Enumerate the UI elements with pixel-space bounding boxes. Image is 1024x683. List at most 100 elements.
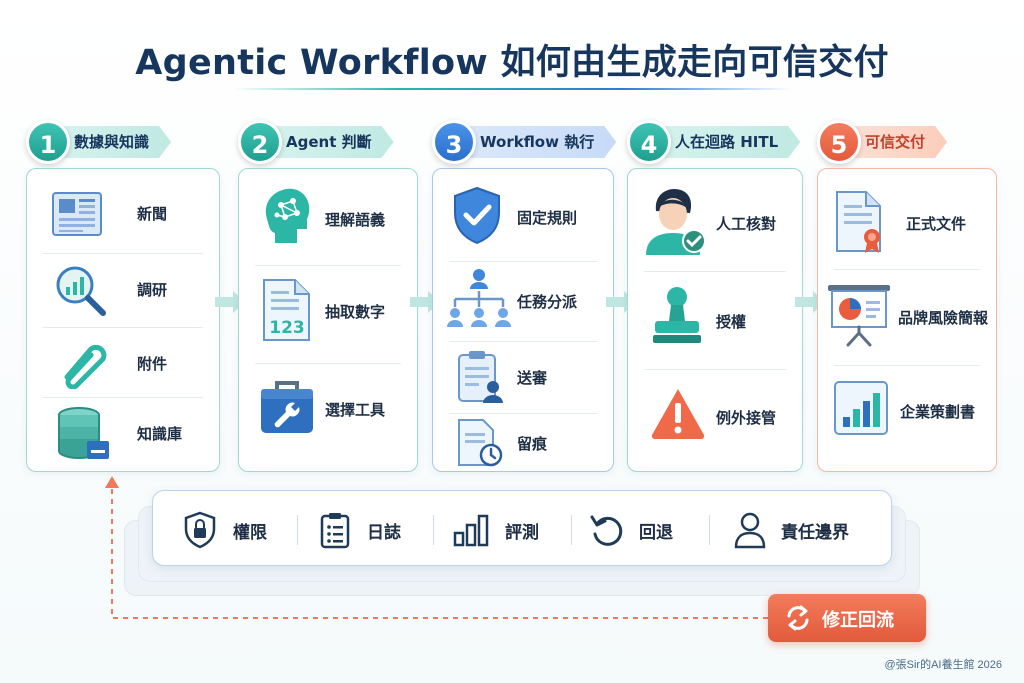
org-chart-icon [447,269,511,327]
title-underline [232,88,792,90]
shield-check-icon [454,186,500,245]
divider [449,261,597,262]
feedback-loop-button[interactable]: 修正回流 [768,594,926,642]
report-chart-icon [834,381,888,435]
list-item: 知識庫 [27,401,219,469]
step-4-number: 4 [627,120,671,164]
item-label: 固定規則 [517,209,578,227]
feedback-loop-arrow [105,476,768,619]
governance-label: 責任邊界 [781,523,849,543]
refresh-icon [787,605,809,631]
list-item: 品牌風險簡報 [818,275,996,361]
item-label: 附件 [137,355,168,373]
step-1-card: 新聞 調研 附件 [26,168,220,472]
item-label: 品牌風險簡報 [898,309,989,327]
item-label: 新聞 [137,205,168,223]
divider [433,515,434,545]
item-label: 企業策劃書 [900,403,976,421]
divider [43,253,203,254]
divider [571,515,572,545]
bar-chart-icon [453,514,489,547]
stamp-icon [653,287,701,343]
governance-item: 回退 [589,491,699,567]
list-item: 新聞 [27,183,219,245]
step-4-title: 人在迴路 HITL [645,126,800,158]
item-label: 任務分派 [517,293,578,311]
magnifier-chart-icon [56,266,106,316]
warning-icon [651,389,705,440]
step-3-title: Workflow 執行 [450,126,616,158]
step-5: 可信交付 5 正式文件 [817,120,999,472]
author-credit: @張Sir的AI養生館 2026 [884,659,1002,671]
newspaper-icon [52,192,102,236]
governance-item: 責任邊界 [733,491,883,567]
list-item: 任務分派 [433,265,613,341]
item-label: 正式文件 [906,215,967,233]
step-4-card: 人工核對 授權 例外接管 [627,168,803,472]
governance-label: 權限 [233,523,267,543]
clipboard-user-icon [458,351,503,403]
item-label: 選擇工具 [325,401,386,419]
item-label: 理解語義 [325,211,386,229]
presentation-board-icon [828,285,890,347]
step-5-number: 5 [817,120,861,164]
divider [834,365,980,366]
database-icon [58,407,109,459]
feedback-loop-label: 修正回流 [822,610,894,631]
governance-label: 回退 [639,523,673,543]
item-label: 人工核對 [716,215,777,233]
step-3: Workflow 執行 3 固定規則 任務分派 [432,120,616,472]
governance-bar: 權限 日誌 評測 回退 責任邊界 [152,490,892,566]
governance-label: 日誌 [367,523,401,543]
paperclip-icon [64,344,107,389]
document-numbers-icon: 123 [263,279,310,341]
toolbox-icon [261,381,313,433]
divider [297,515,298,545]
list-item: 正式文件 [818,183,996,263]
document-clock-icon [458,419,503,467]
divider [449,341,597,342]
item-label: 抽取數字 [325,303,386,321]
list-item: 123 抽取數字 [239,273,417,359]
item-label: 調研 [137,281,168,299]
step-4: 人在迴路 HITL 4 人工核對 授權 [627,120,805,472]
list-item: 調研 [27,259,219,321]
step-2-card: 理解語義 123 抽取數字 選擇工具 [238,168,418,472]
step-2-number: 2 [238,120,282,164]
list-item: 例外接管 [628,375,802,467]
item-label: 授權 [716,313,747,331]
list-item: 企業策劃書 [818,371,996,463]
reviewer-icon [646,189,706,255]
divider [644,271,786,272]
divider [709,515,710,545]
step-1-number: 1 [26,120,70,164]
list-item: 授權 [628,277,802,363]
item-label: 留痕 [517,435,548,453]
item-label: 送審 [517,369,548,387]
divider [43,397,203,398]
step-5-card: 正式文件 品牌風險簡報 企 [817,168,997,472]
divider [644,369,786,370]
item-label: 知識庫 [137,425,183,443]
page-title: Agentic Workflow 如何由生成走向可信交付 [135,43,889,83]
governance-label: 評測 [505,523,539,543]
list-item: 選擇工具 [239,373,417,463]
divider [449,413,597,414]
svg-text:123: 123 [269,318,305,338]
step-2: Agent 判斷 2 理解語義 123 抽取數字 [238,120,420,472]
step-3-card: 固定規則 任務分派 送審 [432,168,614,472]
brain-head-icon [265,188,310,243]
lock-shield-icon [184,511,216,549]
arrow-right-icon [215,291,245,313]
clipboard-list-icon [320,513,350,549]
governance-item: 日誌 [319,491,429,567]
list-item: 附件 [27,333,219,393]
governance-item: 權限 [183,491,303,567]
governance-item: 評測 [453,491,563,567]
list-item: 固定規則 [433,181,613,257]
user-icon [734,512,766,549]
divider [43,327,203,328]
divider [255,265,401,266]
item-label: 例外接管 [716,409,777,427]
list-item: 人工核對 [628,183,802,269]
